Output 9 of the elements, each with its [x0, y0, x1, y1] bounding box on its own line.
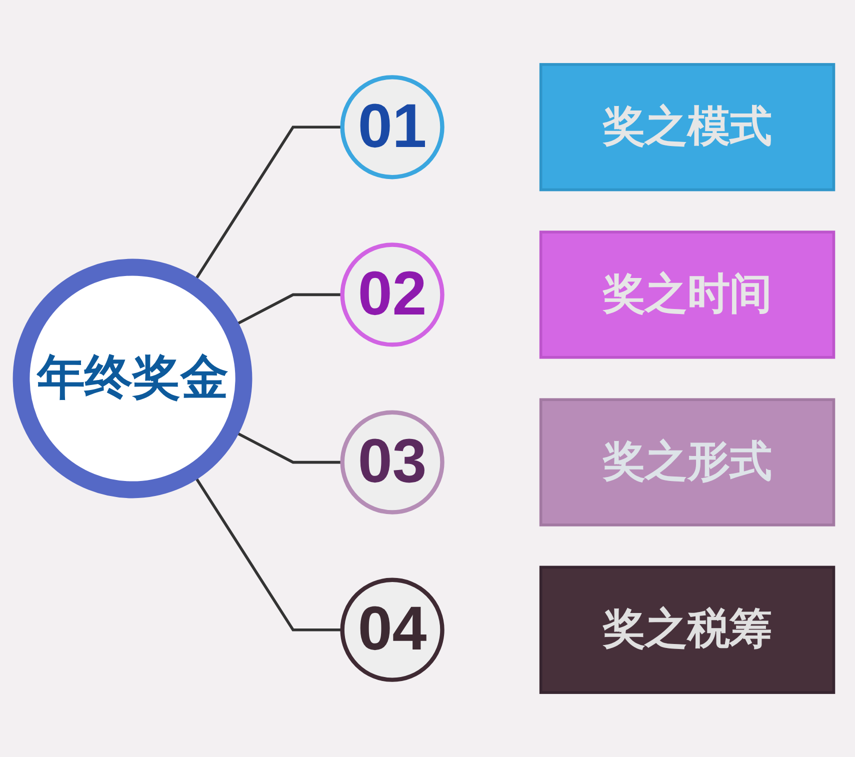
node-box: 奖之时间: [539, 230, 836, 359]
node-box: 奖之形式: [539, 398, 836, 526]
node-box: 奖之模式: [539, 63, 836, 192]
node-box: 奖之税筹: [539, 566, 836, 694]
node-circle: 02: [340, 242, 444, 347]
node-circle: 03: [340, 410, 444, 514]
node-circle: 01: [340, 75, 444, 180]
node-circle: 04: [340, 578, 444, 682]
node-circle: 年终奖金: [12, 258, 252, 498]
